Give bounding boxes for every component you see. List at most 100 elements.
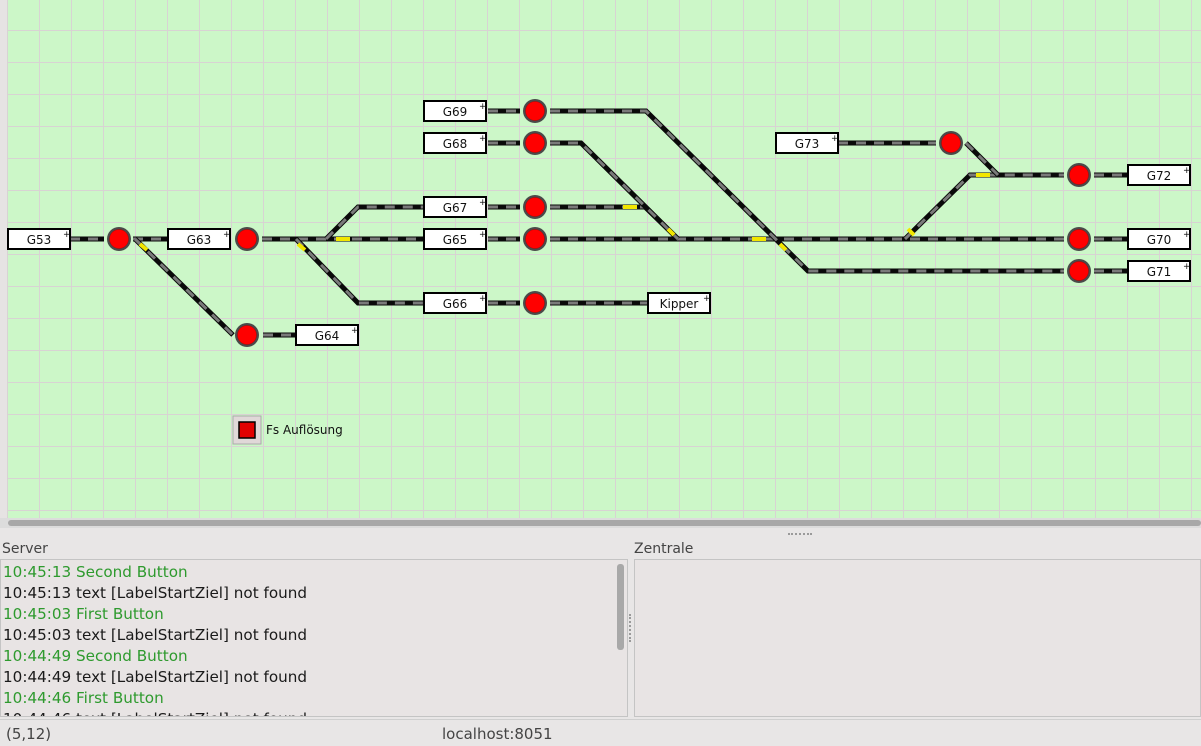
- log-line: 10:45:13 text [LabelStartZiel] not found: [3, 584, 308, 602]
- block-plus-icon[interactable]: +: [703, 294, 711, 304]
- log-line: 10:44:49 Second Button: [3, 647, 188, 665]
- block-g68[interactable]: G68 +: [423, 132, 487, 154]
- signal-lamp-icon: [525, 229, 545, 249]
- block-g65[interactable]: G65 +: [423, 228, 487, 250]
- block-plus-icon[interactable]: +: [479, 230, 487, 240]
- fs-button-label: Fs Auflösung: [266, 423, 343, 437]
- block-g71[interactable]: G71 +: [1127, 260, 1191, 282]
- block-box[interactable]: [1127, 164, 1191, 186]
- block-plus-icon[interactable]: +: [351, 326, 359, 336]
- block-g69[interactable]: G69 +: [423, 100, 487, 122]
- block-box[interactable]: [7, 228, 71, 250]
- block-plus-icon[interactable]: +: [479, 294, 487, 304]
- block-box[interactable]: [423, 100, 487, 122]
- block-label: G68: [443, 137, 468, 151]
- block-g66[interactable]: G66 +: [423, 292, 487, 314]
- route-highlight: [778, 242, 788, 252]
- scrollbar-thumb[interactable]: [8, 520, 1201, 526]
- block-box[interactable]: [423, 292, 487, 314]
- block-plus-icon[interactable]: +: [1183, 230, 1191, 240]
- status-bar: (5,12) localhost:8051: [0, 719, 1201, 746]
- board-grid: [7, 0, 1201, 518]
- route-highlight: [906, 227, 916, 237]
- route-highlight: [666, 227, 676, 237]
- signal-lamp-icon: [525, 101, 545, 121]
- zentrale-panel-title: Zentrale: [634, 541, 694, 557]
- server-host: localhost:8051: [442, 725, 553, 743]
- block-plus-icon[interactable]: +: [223, 230, 231, 240]
- block-g70[interactable]: G70+: [1127, 228, 1191, 250]
- block-label: G73: [795, 137, 820, 151]
- block-g72[interactable]: G72 +: [1127, 164, 1191, 186]
- block-plus-icon[interactable]: +: [1183, 166, 1191, 176]
- log-line: 10:45:03 text [LabelStartZiel] not found: [3, 626, 308, 644]
- signal-lamp-icon: [525, 133, 545, 153]
- board-background: [0, 0, 1201, 518]
- block-label: G69: [443, 105, 468, 119]
- signal-lamp-icon: [237, 325, 257, 345]
- board-left-margin: [0, 0, 7, 518]
- block-box[interactable]: [295, 324, 359, 346]
- panel-splitter[interactable]: [0, 528, 1201, 540]
- track-g69-out-dash: [550, 109, 1064, 273]
- zentrale-panel[interactable]: [634, 559, 1201, 717]
- track-to-g66-dash: [294, 237, 424, 305]
- splitter-grip-icon: [788, 533, 812, 537]
- block-plus-icon[interactable]: +: [63, 230, 71, 240]
- block-label: G63: [187, 233, 212, 247]
- log-line: 10:44:49 text [LabelStartZiel] not found: [3, 668, 308, 686]
- block-box[interactable]: [167, 228, 231, 250]
- block-plus-icon[interactable]: +: [1183, 262, 1191, 272]
- track-board[interactable]: G53+G63+G64+G65+G66+G67+G68+G69+G70+G71+…: [0, 0, 1201, 518]
- log-line: 10:44:46 text [LabelStartZiel] not found: [1, 709, 307, 716]
- signal-lamp-icon: [525, 197, 545, 217]
- log-line: 10:45:03 First Button: [3, 605, 164, 623]
- block-label: G64: [315, 329, 340, 343]
- track-to-g67-dash: [324, 205, 424, 241]
- fs-aufloesung-button[interactable]: Fs Auflösung: [232, 415, 343, 445]
- block-box[interactable]: [1127, 260, 1191, 282]
- route-highlight: [138, 242, 149, 252]
- block-label: G65: [443, 233, 468, 247]
- block-plus-icon[interactable]: +: [479, 102, 487, 112]
- block-box[interactable]: [1127, 228, 1191, 250]
- signal-lamp-icon: [941, 133, 961, 153]
- block-g64[interactable]: G64 +: [295, 324, 359, 346]
- stop-icon: [238, 421, 256, 439]
- block-g67[interactable]: G67 +: [423, 196, 487, 218]
- route-highlight: [296, 242, 307, 252]
- block-label: G72: [1147, 169, 1172, 183]
- signal-lamp-icon: [237, 229, 257, 249]
- block-box[interactable]: [647, 292, 711, 314]
- block-g73[interactable]: G73 +: [775, 132, 839, 154]
- block-plus-icon[interactable]: +: [831, 134, 839, 144]
- signal-lamp-icon: [1069, 229, 1089, 249]
- signal-lamp-icon: [1069, 261, 1089, 281]
- track-to-g72-dash: [903, 173, 1064, 241]
- server-panel-title: Server: [2, 541, 48, 557]
- block-label: G66: [443, 297, 468, 311]
- block-plus-icon[interactable]: +: [479, 198, 487, 208]
- block-box[interactable]: [423, 132, 487, 154]
- block-box[interactable]: [423, 228, 487, 250]
- block-label: Kipper: [660, 297, 699, 311]
- block-kipper[interactable]: Kipper +: [647, 292, 711, 314]
- block-box[interactable]: [423, 196, 487, 218]
- block-g53[interactable]: G53+: [7, 228, 71, 250]
- block-g63[interactable]: G63 +: [167, 228, 231, 250]
- block-label: G67: [443, 201, 468, 215]
- track-diagram: G53+G63+G64+G65+G66+G67+G68+G69+G70+G71+…: [0, 0, 1201, 518]
- cursor-position: (5,12): [6, 725, 52, 743]
- block-box[interactable]: [775, 132, 839, 154]
- signal-lamp-icon: [525, 293, 545, 313]
- log-scrollbar-thumb[interactable]: [617, 564, 624, 650]
- block-label: G71: [1147, 265, 1172, 279]
- board-horizontal-scrollbar[interactable]: [0, 518, 1201, 528]
- signal-lamp-icon: [1069, 165, 1089, 185]
- vertical-splitter-grip-icon[interactable]: [629, 614, 633, 642]
- track-g73-merge-dash: [964, 141, 1000, 177]
- block-plus-icon[interactable]: +: [479, 134, 487, 144]
- track-to-g64-dash: [133, 237, 235, 337]
